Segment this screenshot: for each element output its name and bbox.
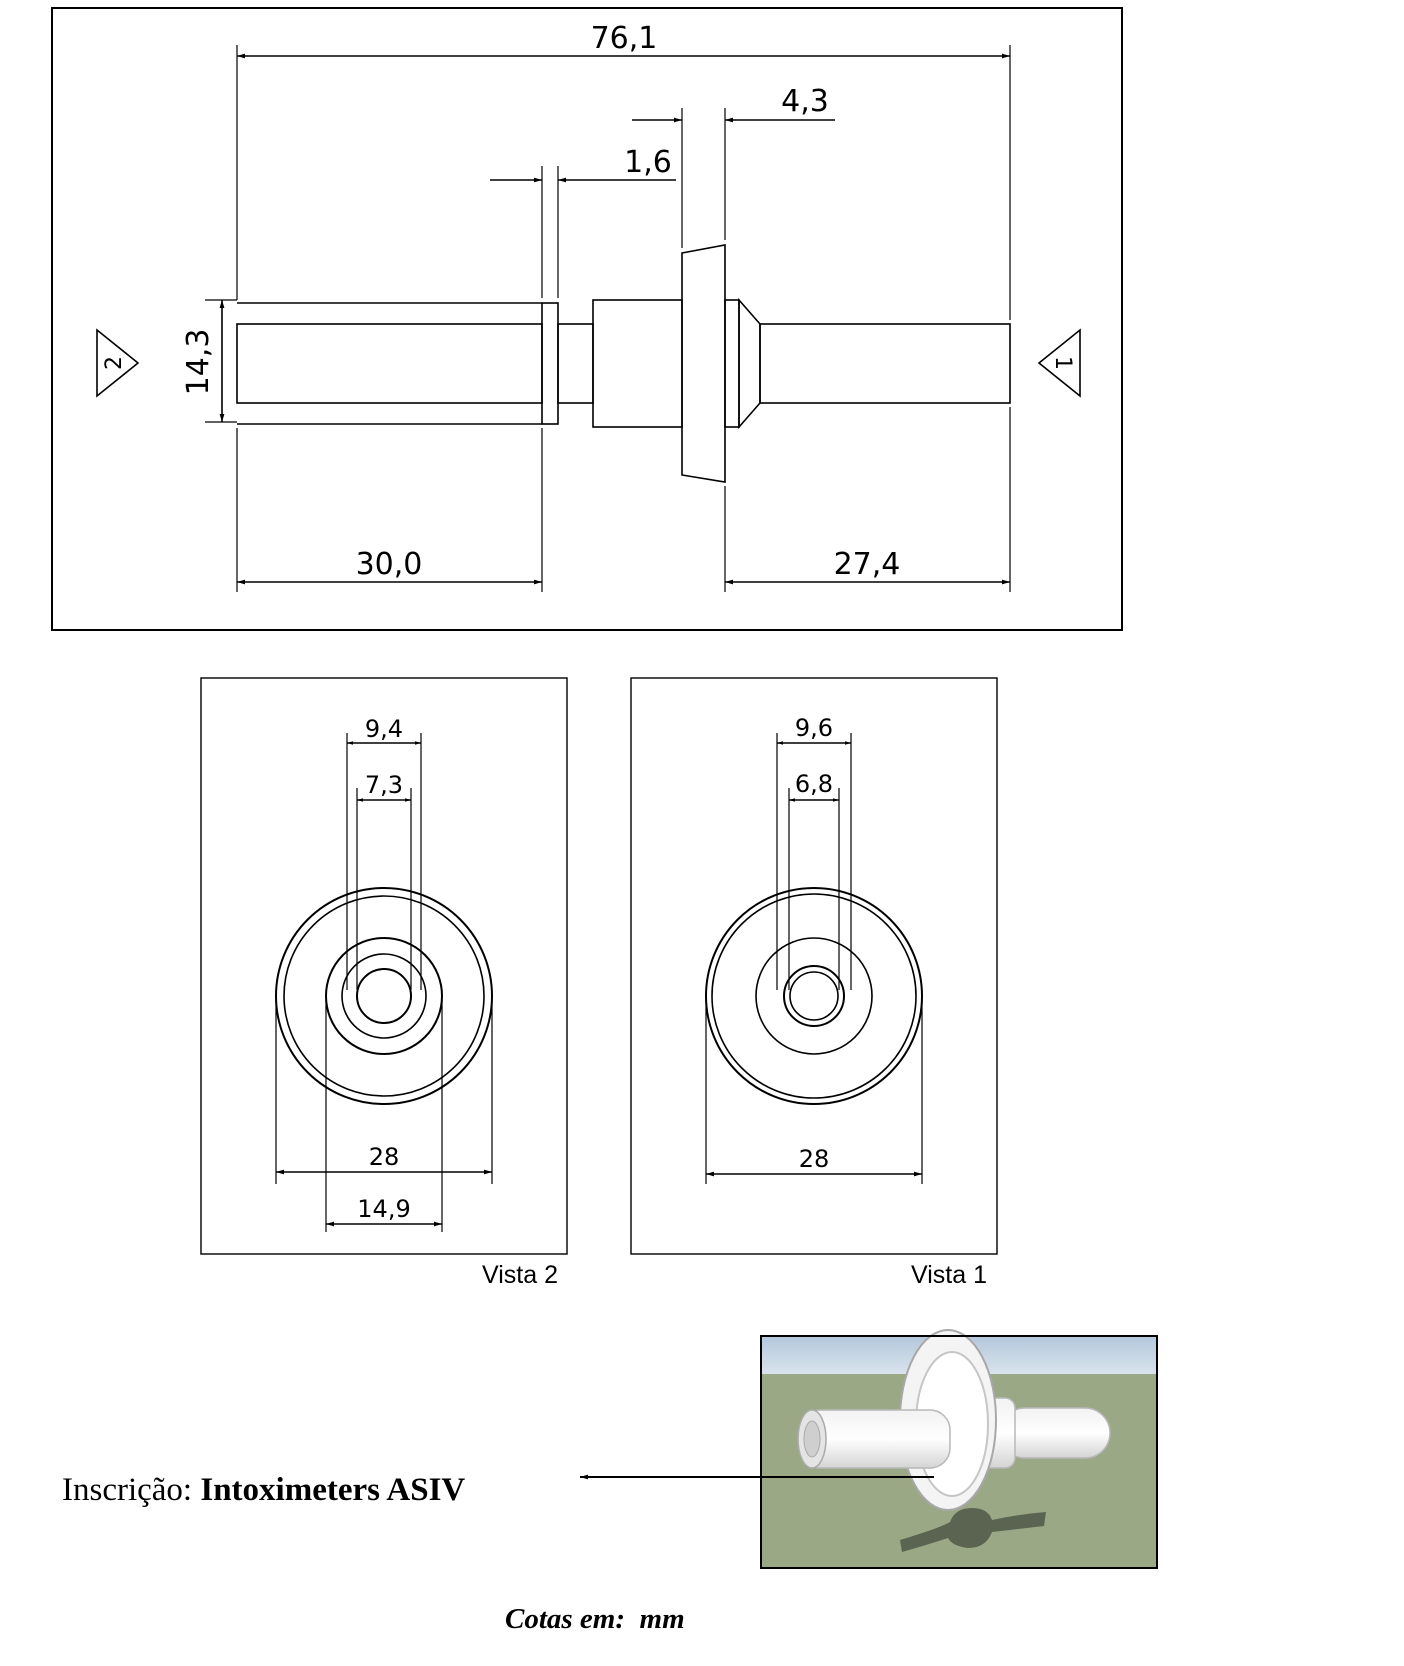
side-view-labels: 76,1 4,3 1,6 30,0 27,4 14,3 2 1	[102, 21, 1075, 582]
label-right-segment: 27,4	[834, 547, 901, 582]
label-flange-width: 4,3	[781, 84, 829, 119]
render-3d	[760, 1329, 1158, 1569]
view2-circles	[275, 887, 493, 1105]
label-overall-length: 76,1	[591, 21, 658, 56]
view2-label-hub: 14,9	[357, 1195, 410, 1223]
view1-labels: 9,6 6,8 28 Vista 1	[795, 714, 987, 1289]
view2-caption: Vista 2	[482, 1261, 558, 1289]
label-diameter: 14,3	[181, 329, 216, 396]
view1-caption: Vista 1	[911, 1261, 987, 1289]
view-marker-2-triangle	[96, 328, 140, 398]
view1-label-outer: 28	[799, 1145, 830, 1173]
view1-extension-lines	[705, 733, 923, 1184]
view-marker-1-triangle	[1037, 328, 1081, 398]
view2-extension-lines	[275, 733, 493, 1232]
view-marker-1-number: 1	[1050, 356, 1075, 370]
render-shadow	[900, 1508, 1046, 1552]
side-view-frame	[51, 7, 1123, 631]
view2-label-outer-top: 9,4	[365, 715, 403, 743]
view1	[630, 677, 998, 1255]
view1-label-outer-top: 9,6	[795, 714, 833, 742]
view2-frame	[200, 677, 568, 1255]
view2-label-inner-top: 7,3	[365, 771, 403, 799]
units-note: Cotas em: mm	[505, 1603, 685, 1635]
inscription-label: Inscrição:	[62, 1472, 192, 1508]
view1-label-inner-top: 6,8	[795, 770, 833, 798]
view-marker-2-number: 2	[102, 356, 127, 370]
inscription: Inscrição: Intoximeters ASIV	[62, 1472, 465, 1508]
render-frame	[760, 1335, 1158, 1569]
view1-circles	[705, 887, 923, 1105]
label-ring-width: 1,6	[624, 145, 672, 180]
side-view	[51, 7, 1123, 631]
view2-labels: 9,4 7,3 28 14,9 Vista 2	[357, 715, 558, 1289]
inscription-value: Intoximeters ASIV	[200, 1472, 465, 1508]
view1-frame	[630, 677, 998, 1255]
label-left-segment: 30,0	[356, 547, 423, 582]
extension-lines	[205, 45, 1011, 592]
view2-label-outer: 28	[369, 1143, 400, 1171]
mouthpiece-outline	[236, 244, 1011, 483]
view2	[200, 677, 568, 1255]
